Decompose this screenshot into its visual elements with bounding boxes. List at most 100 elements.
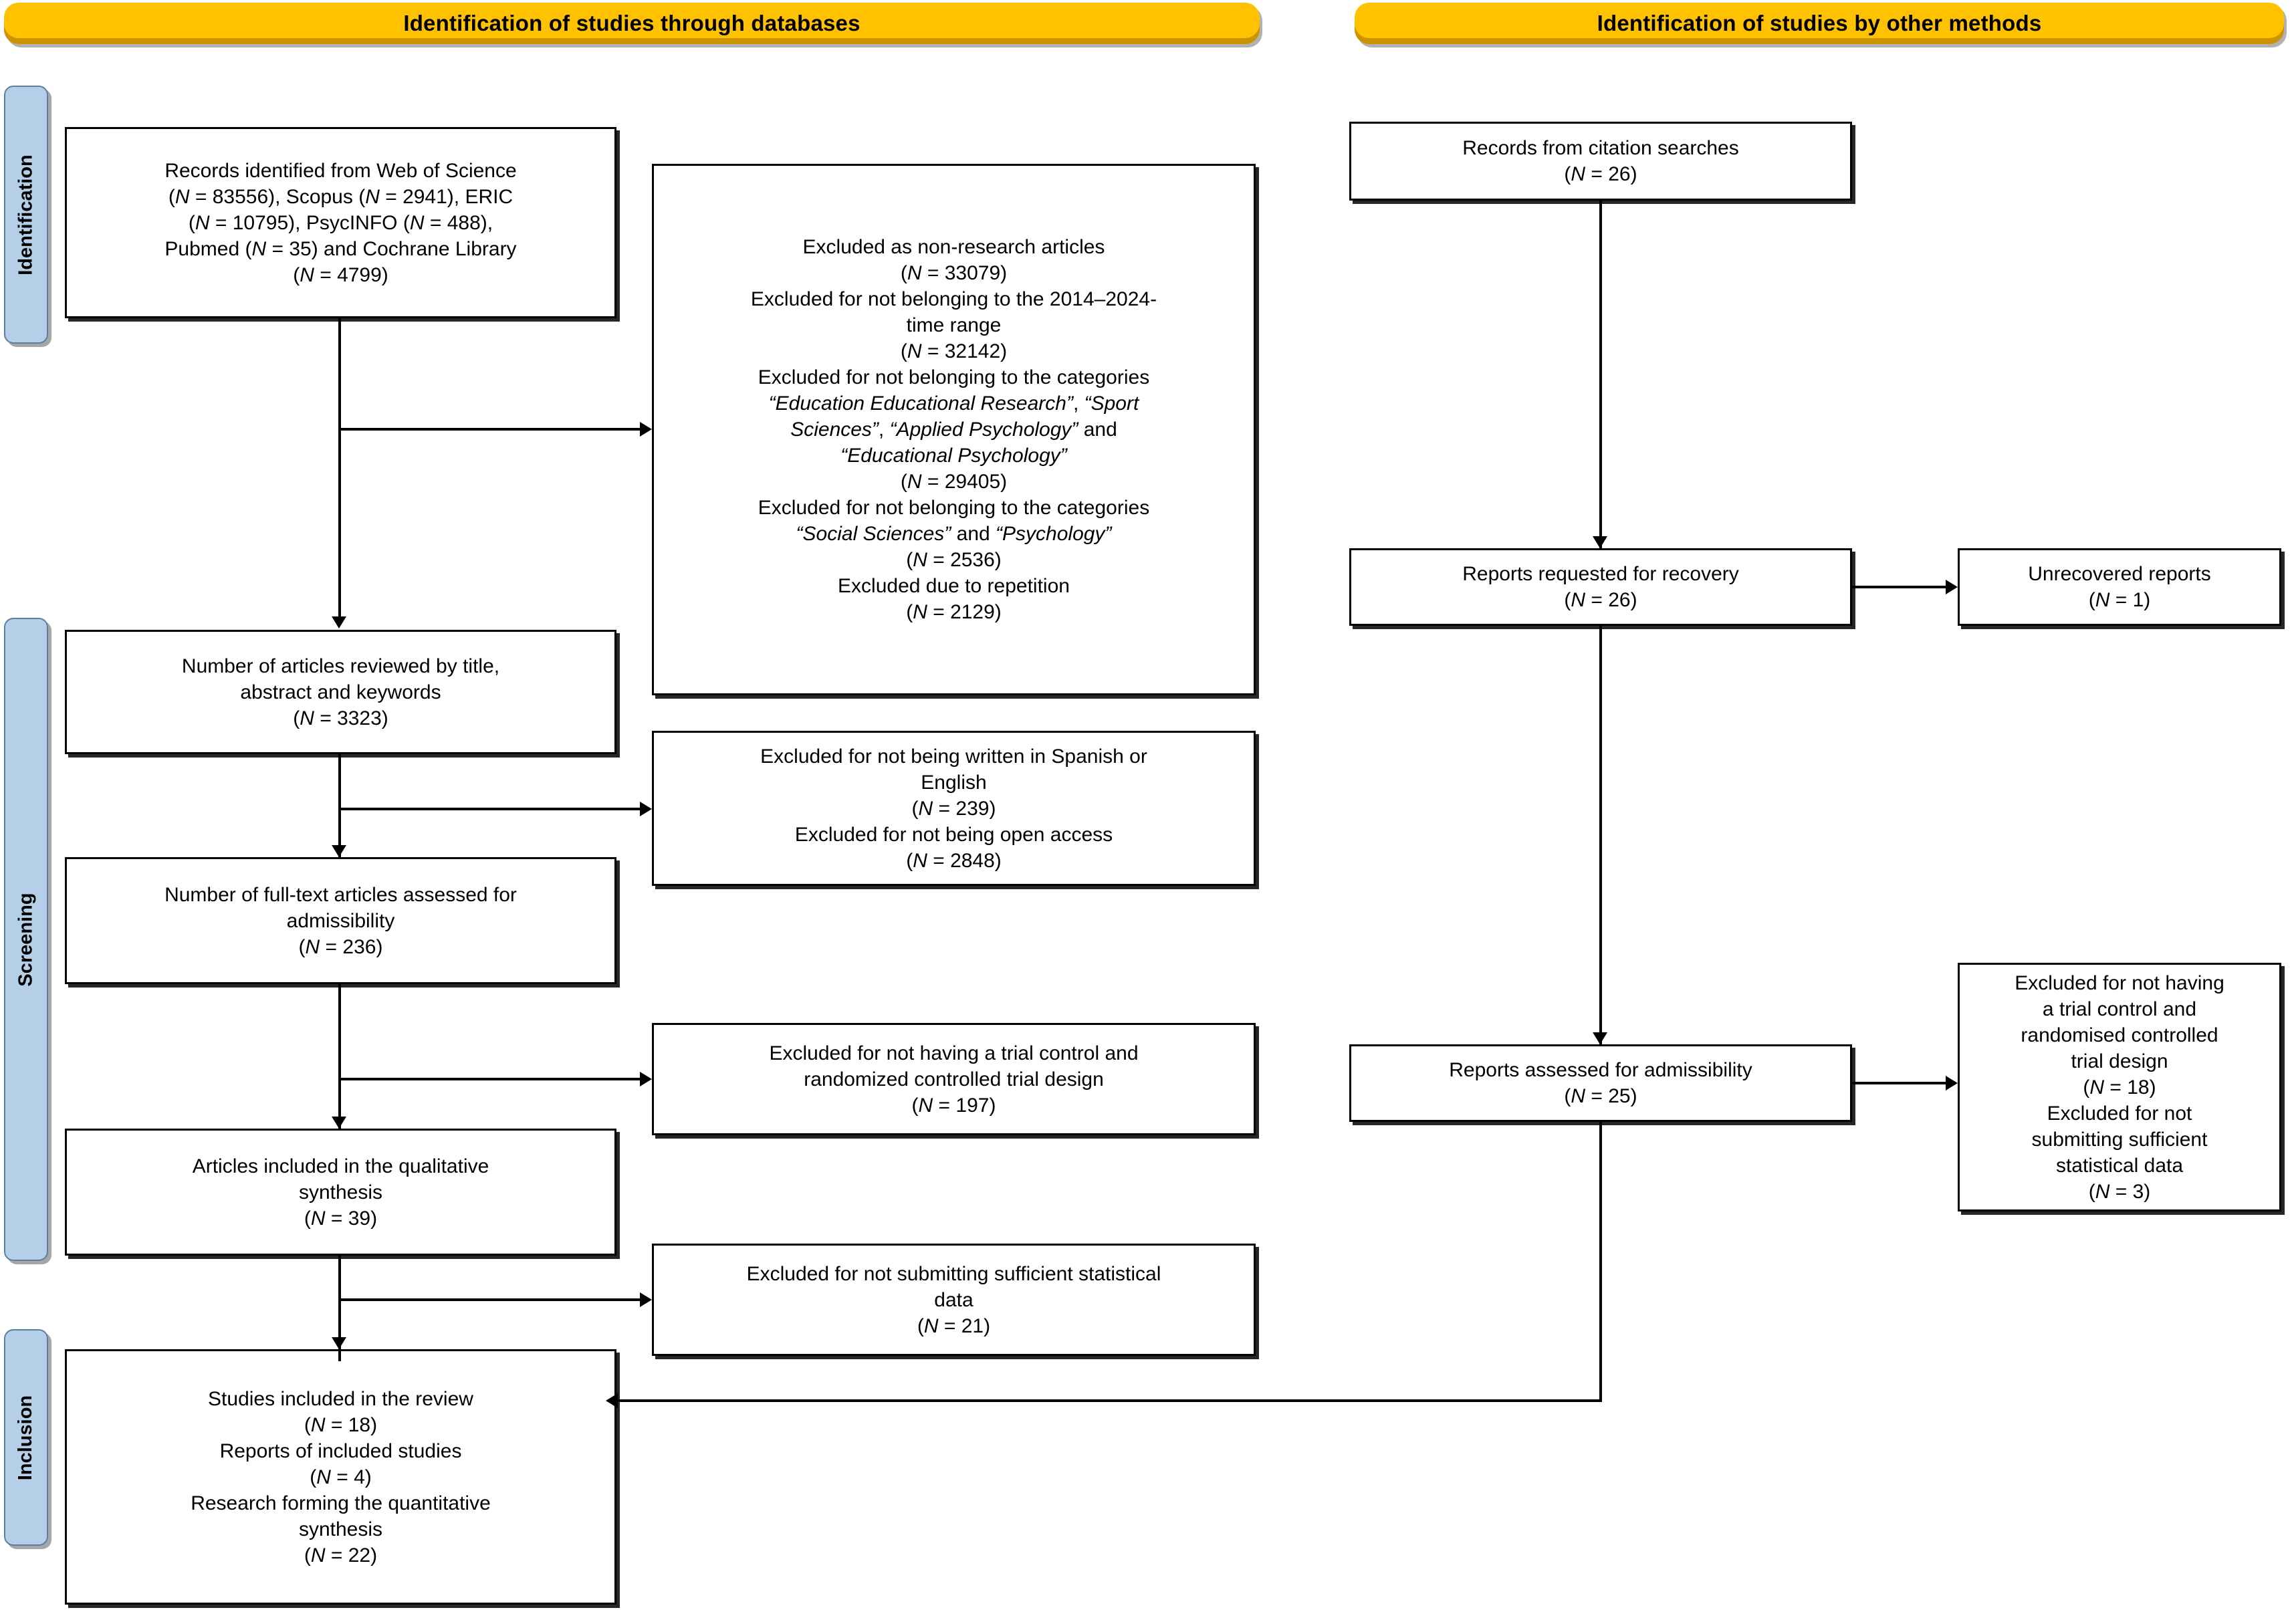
arrowhead-requested-to-unrecovered	[1946, 580, 1958, 594]
connector-branch-excluded-identification	[338, 428, 640, 431]
excluded-other-line-1: Excluded for not having	[2015, 971, 2224, 994]
connector-citation-to-requested	[1599, 201, 1602, 548]
connector-reviewed-to-fulltext	[338, 754, 341, 858]
excluded-design-line-1: Excluded for not having a trial control …	[769, 1042, 1139, 1064]
rail-screening-label: Screening	[15, 892, 37, 987]
rail-identification-label: Identification	[15, 154, 37, 275]
box-excluded-other-methods: Excluded for not having a trial control …	[1958, 963, 2281, 1211]
box-unrecovered-reports: Unrecovered reports (N = 1)	[1958, 548, 2281, 626]
studies-included-line-5: Research forming the quantitative	[191, 1492, 491, 1514]
excluded-identification-line-13: (N = 2536)	[906, 549, 1002, 571]
unrecovered-reports-line-2: (N = 1)	[2088, 589, 2151, 611]
excluded-design-line-3: (N = 197)	[911, 1094, 996, 1117]
excluded-language-line-2: English	[921, 771, 987, 794]
records-identified-line-1: Records identified from Web of Science	[164, 159, 517, 182]
connector-assessed-down	[1599, 1122, 1602, 1402]
excluded-other-line-2: a trial control and	[2042, 998, 2197, 1020]
box-records-citation-searches: Records from citation searches (N = 26)	[1349, 122, 1852, 201]
excluded-identification-line-9: “Educational Psychology”	[840, 445, 1067, 467]
arrowhead-reviewed-to-fulltext	[332, 845, 346, 857]
box-excluded-language-access: Excluded for not being written in Spanis…	[652, 731, 1256, 886]
box-fulltext-assessed: Number of full-text articles assessed fo…	[65, 857, 616, 984]
excluded-identification-line-14: Excluded due to repetition	[838, 575, 1070, 597]
phase-header-other-methods-label: Identification of studies by other metho…	[1597, 11, 2042, 35]
connector-branch-excluded-language	[338, 808, 640, 810]
excluded-identification-line-10: (N = 29405)	[900, 471, 1008, 493]
fulltext-assessed-line-2: admissibility	[286, 909, 395, 932]
records-citation-line-1: Records from citation searches	[1462, 137, 1739, 159]
excluded-statistics-line-3: (N = 21)	[917, 1314, 991, 1337]
box-records-identified: Records identified from Web of Science (…	[65, 127, 616, 318]
box-reports-requested: Reports requested for recovery (N = 26)	[1349, 548, 1852, 626]
arrowhead-excluded-language	[640, 802, 652, 816]
fulltext-assessed-line-3: (N = 236)	[298, 935, 383, 958]
excluded-identification-line-12: “Social Sciences” and “Psychology”	[796, 523, 1112, 545]
reports-assessed-line-1: Reports assessed for admissibility	[1449, 1059, 1752, 1081]
records-identified-line-2: (N = 83556), Scopus (N = 2941), ERIC	[168, 185, 513, 208]
excluded-other-line-8: statistical data	[2055, 1154, 2184, 1177]
excluded-language-line-4: Excluded for not being open access	[794, 823, 1113, 846]
excluded-other-line-9: (N = 3)	[2088, 1180, 2151, 1203]
excluded-other-line-6: Excluded for not	[2047, 1102, 2192, 1125]
excluded-identification-line-3: Excluded for not belonging to the 2014–2…	[750, 288, 1157, 310]
excluded-identification-line-4: time range	[906, 314, 1002, 336]
records-identified-line-5: (N = 4799)	[293, 263, 388, 286]
arrowhead-citation-to-requested	[1593, 536, 1607, 548]
excluded-language-line-5: (N = 2848)	[906, 849, 1002, 872]
box-reports-assessed: Reports assessed for admissibility (N = …	[1349, 1044, 1852, 1122]
excluded-identification-line-15: (N = 2129)	[906, 601, 1002, 623]
fulltext-assessed-line-1: Number of full-text articles assessed fo…	[164, 883, 517, 906]
arrowhead-fulltext-to-qualitative	[332, 1117, 346, 1129]
excluded-identification-line-8: Sciences”, “Applied Psychology” and	[790, 419, 1117, 441]
arrowhead-assessed-to-excluded-other	[1946, 1076, 1958, 1090]
excluded-design-line-2: randomized controlled trial design	[804, 1068, 1104, 1090]
reports-assessed-line-2: (N = 25)	[1564, 1085, 1637, 1107]
box-excluded-identification: Excluded as non-research articles (N = 3…	[652, 164, 1256, 695]
records-citation-line-2: (N = 26)	[1564, 163, 1637, 185]
excluded-other-line-3: randomised controlled	[2021, 1024, 2218, 1046]
reports-requested-line-1: Reports requested for recovery	[1462, 563, 1739, 585]
connector-branch-excluded-design	[338, 1078, 640, 1080]
excluded-identification-line-11: Excluded for not belonging to the catego…	[758, 497, 1150, 519]
phase-header-databases-label: Identification of studies through databa…	[403, 11, 861, 35]
box-qualitative-synthesis: Articles included in the qualitative syn…	[65, 1129, 616, 1256]
connector-assessed-to-excluded-other	[1852, 1082, 1946, 1084]
studies-included-line-4: (N = 4)	[310, 1466, 372, 1488]
excluded-language-line-1: Excluded for not being written in Spanis…	[760, 745, 1147, 768]
studies-included-line-1: Studies included in the review	[208, 1387, 473, 1410]
excluded-statistics-line-2: data	[934, 1288, 974, 1311]
box-articles-reviewed: Number of articles reviewed by title, ab…	[65, 630, 616, 754]
articles-reviewed-line-3: (N = 3323)	[293, 707, 388, 729]
unrecovered-reports-line-1: Unrecovered reports	[2028, 563, 2211, 585]
connector-qualitative-to-studies	[338, 1256, 341, 1361]
excluded-language-line-3: (N = 239)	[911, 797, 996, 820]
connector-requested-to-assessed	[1599, 626, 1602, 1044]
arrowhead-assessed-to-studies-included	[606, 1393, 618, 1408]
records-identified-line-3: (N = 10795), PsycINFO (N = 488),	[188, 211, 493, 234]
studies-included-line-7: (N = 22)	[304, 1544, 378, 1567]
excluded-identification-line-5: (N = 32142)	[900, 340, 1008, 362]
phase-header-other-methods: Identification of studies by other metho…	[1355, 3, 2284, 44]
excluded-identification-line-2: (N = 33079)	[900, 262, 1008, 284]
qualitative-synthesis-line-2: synthesis	[298, 1181, 383, 1203]
arrowhead-qualitative-to-studies	[332, 1337, 346, 1349]
box-studies-included: Studies included in the review (N = 18) …	[65, 1349, 616, 1605]
rail-identification: Identification	[4, 86, 48, 344]
rail-screening: Screening	[4, 618, 48, 1261]
arrowhead-excluded-identification	[640, 422, 652, 437]
excluded-other-line-5: (N = 18)	[2083, 1076, 2156, 1098]
studies-included-line-6: synthesis	[298, 1518, 383, 1540]
box-excluded-statistics: Excluded for not submitting sufficient s…	[652, 1244, 1256, 1356]
arrowhead-requested-to-assessed	[1593, 1032, 1607, 1044]
qualitative-synthesis-line-3: (N = 39)	[304, 1207, 378, 1230]
studies-included-line-2: (N = 18)	[304, 1413, 378, 1436]
articles-reviewed-line-2: abstract and keywords	[240, 681, 441, 703]
excluded-other-line-7: submitting sufficient	[2031, 1128, 2208, 1151]
connector-records-to-reviewed	[338, 318, 341, 618]
studies-included-line-3: Reports of included studies	[219, 1439, 462, 1462]
reports-requested-line-2: (N = 26)	[1564, 589, 1637, 611]
records-identified-line-4: Pubmed (N = 35) and Cochrane Library	[164, 237, 517, 260]
arrowhead-excluded-design	[640, 1072, 652, 1086]
connector-fulltext-to-qualitative	[338, 984, 341, 1130]
